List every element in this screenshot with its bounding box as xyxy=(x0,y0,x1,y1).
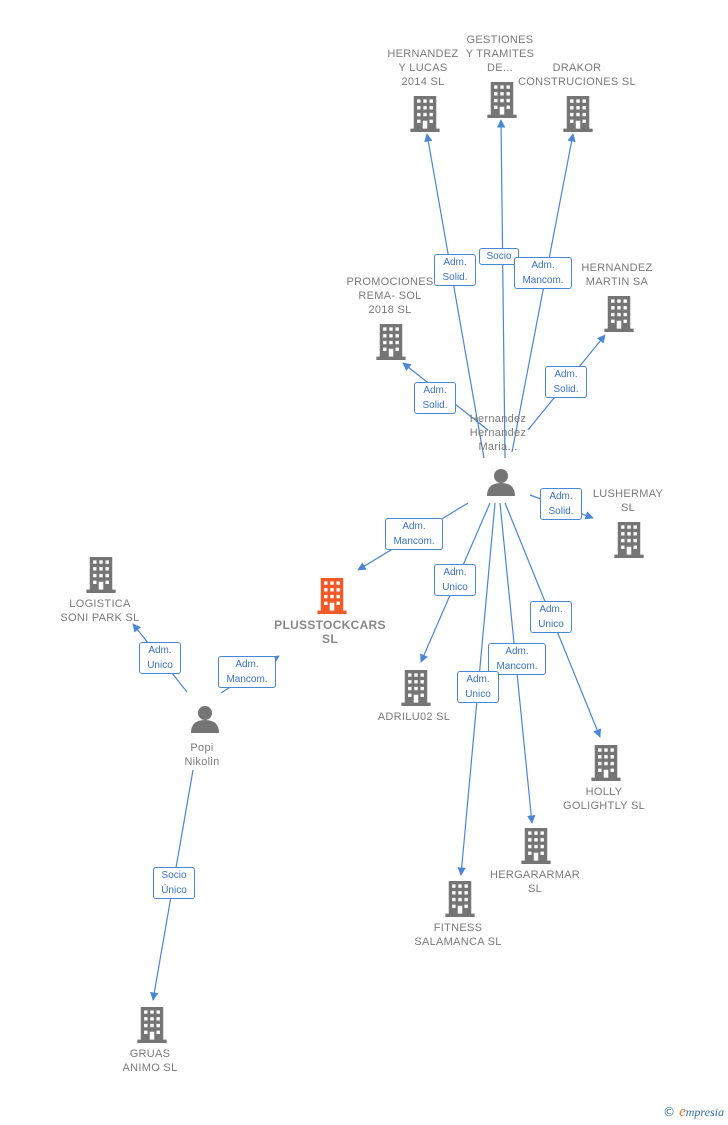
person-head xyxy=(494,469,508,483)
edge-label-hernandez-lucas[interactable]: Adm. Solid. xyxy=(434,254,476,286)
node-label-logistica[interactable]: LOGISTICA SONI PARK SL xyxy=(60,598,140,624)
node-label-hernandez-maria[interactable]: Hernandez Hernandez Maria... xyxy=(469,413,527,453)
node-label-plusstockcars[interactable]: PLUSSTOCKCARS SL xyxy=(274,618,386,646)
node-label-holly[interactable]: HOLLY GOLIGHTLY SL xyxy=(562,786,646,812)
node-label-hernandez-lucas[interactable]: HERNANDEZ Y LUCAS 2014 SL xyxy=(387,48,459,88)
node-label-adrilu02[interactable]: ADRILU02 SL xyxy=(377,711,451,723)
node-label-drakor[interactable]: DRAKOR CONSTRUCIONES SL xyxy=(518,62,636,88)
edge-label-promociones[interactable]: Adm. Solid. xyxy=(414,382,456,414)
edge-label-plusstockcars[interactable]: Adm. Mancom. xyxy=(385,518,443,550)
building-icon-drakor[interactable] xyxy=(563,96,593,132)
building-icon-holly[interactable] xyxy=(591,745,621,781)
edge-label-plusstockcars[interactable]: Adm. Mancom. xyxy=(218,656,276,688)
edge-hernandez-maria-to-drakor xyxy=(511,133,576,453)
node-label-hergararmar[interactable]: HERGARARMAR SL xyxy=(489,869,581,895)
edge-label-hergararmar[interactable]: Adm. Mancom. xyxy=(488,643,546,675)
edge-label-adrilu02[interactable]: Adm. Unico xyxy=(434,564,476,596)
copyright-notice: ©empresia xyxy=(663,1104,724,1121)
person-icon-popi[interactable] xyxy=(191,706,219,733)
edge-label-fitness[interactable]: Adm. Unico xyxy=(457,671,499,703)
edge-label-drakor[interactable]: Adm. Mancom. xyxy=(514,257,572,289)
edge-label-lushermay[interactable]: Adm. Solid. xyxy=(540,488,582,520)
edge-label-gruas[interactable]: Socio Único xyxy=(153,867,195,899)
node-label-gestiones[interactable]: GESTIONES Y TRAMITES DE... xyxy=(465,34,535,74)
building-icon-hergararmar[interactable] xyxy=(521,828,551,864)
person-body xyxy=(487,483,515,496)
building-icon-lushermay[interactable] xyxy=(614,522,644,558)
building-icon-promociones[interactable] xyxy=(376,324,406,360)
building-icon-gruas[interactable] xyxy=(137,1007,167,1043)
node-label-promociones[interactable]: PROMOCIONES REMA- SOL 2018 SL xyxy=(346,276,434,316)
person-body xyxy=(191,720,219,733)
building-icon-adrilu02[interactable] xyxy=(401,670,431,706)
brand-logo-initial: e xyxy=(679,1104,686,1120)
edge-label-logistica[interactable]: Adm. Unico xyxy=(139,642,181,674)
building-icon-logistica[interactable] xyxy=(86,557,116,593)
node-label-gruas[interactable]: GRUAS ANIMO SL xyxy=(122,1048,178,1074)
node-label-popi[interactable]: Popi Nikolin xyxy=(184,742,220,768)
edge-label-gestiones[interactable]: Socio xyxy=(479,248,519,265)
person-head xyxy=(198,706,212,720)
building-icon-hernandez-martin[interactable] xyxy=(604,296,634,332)
edge-label-holly[interactable]: Adm. Unico xyxy=(530,601,572,633)
copyright-icon: © xyxy=(663,1105,676,1119)
edge-hernandez-maria-to-hernandez-lucas xyxy=(424,133,485,459)
node-label-fitness[interactable]: FITNESS SALAMANCA SL xyxy=(414,922,502,948)
edge-hernandez-maria-to-gestiones xyxy=(496,119,506,459)
brand-logo-text: mpresia xyxy=(685,1105,724,1119)
person-icon-hernandez-maria[interactable] xyxy=(487,469,515,496)
building-icon-fitness[interactable] xyxy=(445,881,475,917)
node-label-hernandez-martin[interactable]: HERNANDEZ MARTIN SA xyxy=(581,262,653,288)
main-company-building-icon-plusstockcars[interactable] xyxy=(317,578,347,614)
node-label-lushermay[interactable]: LUSHERMAY SL xyxy=(592,488,664,514)
building-icon-hernandez-lucas[interactable] xyxy=(410,96,440,132)
edge-label-hernandez-martin[interactable]: Adm. Solid. xyxy=(545,366,587,398)
